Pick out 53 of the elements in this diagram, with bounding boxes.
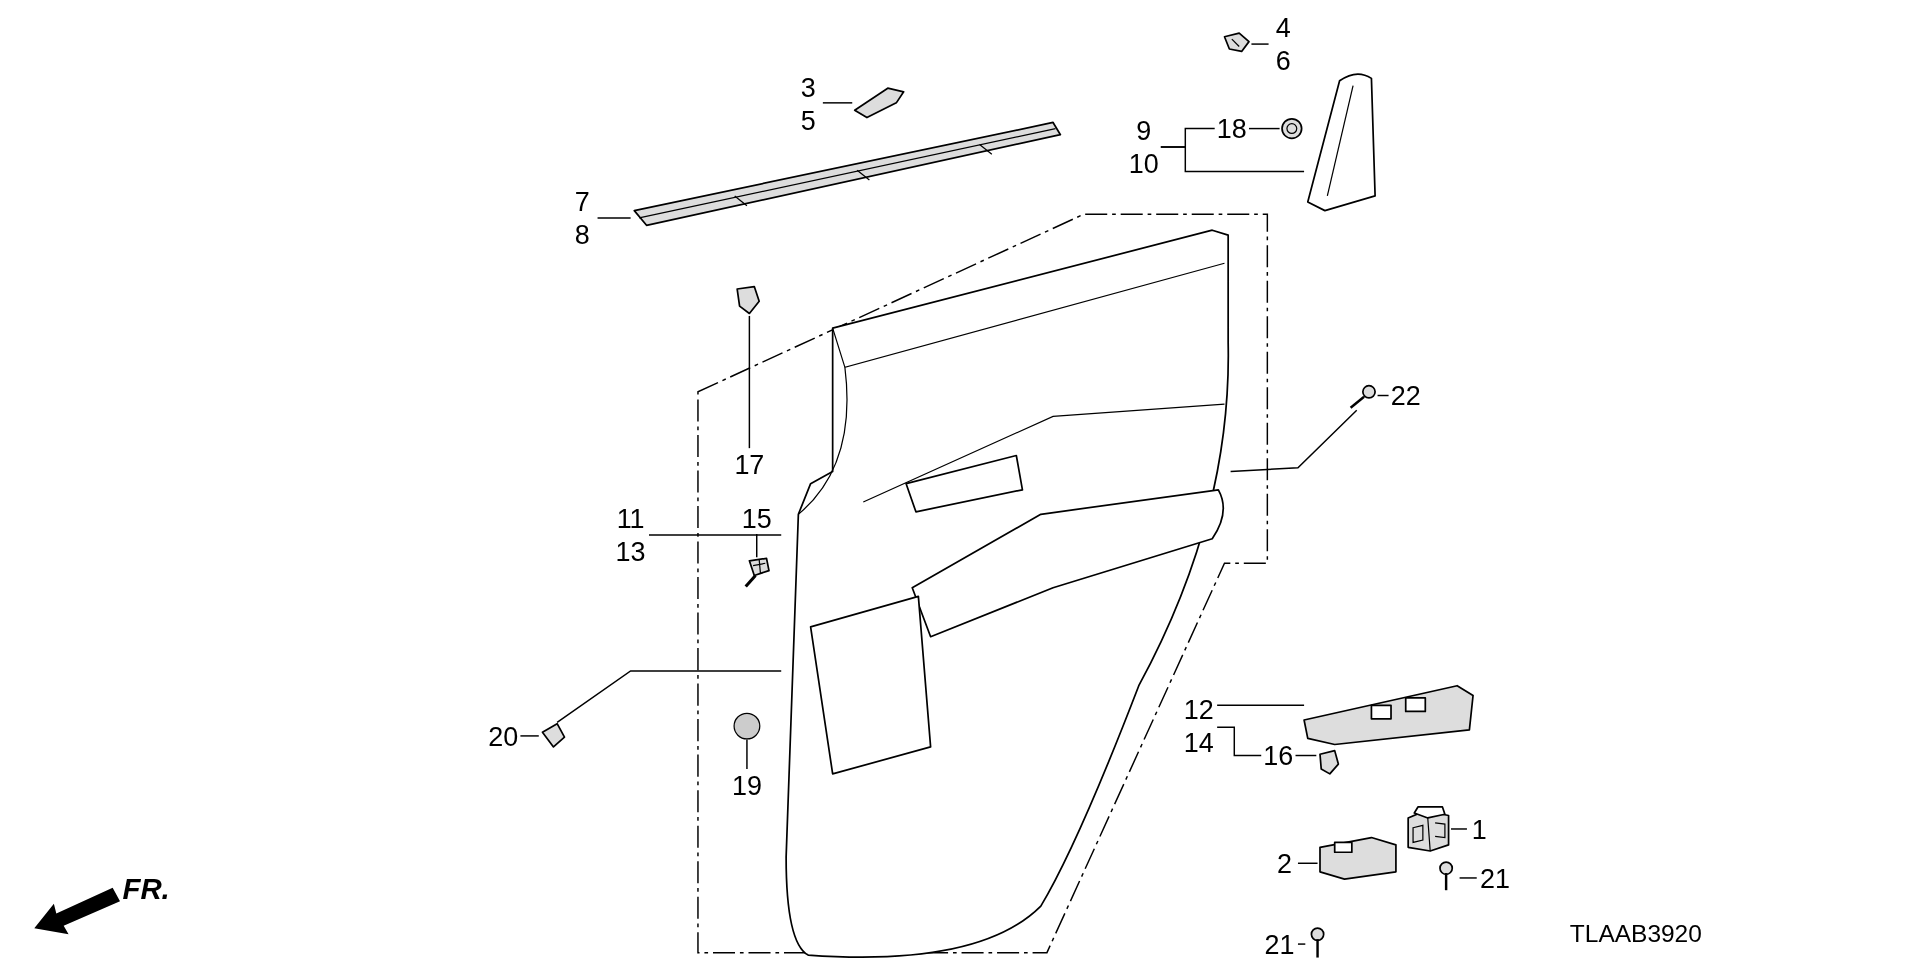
callout-number: 7 (573, 185, 591, 218)
switch-drawing (1317, 835, 1399, 882)
callout-number: 16 (1262, 739, 1295, 773)
clip-drawing (734, 284, 762, 316)
leader-line (1229, 409, 1358, 473)
clip-drawing (1222, 31, 1252, 54)
callout-number: 18 (1215, 112, 1248, 146)
callout-number: 1 (1470, 813, 1488, 847)
leader-line (1297, 862, 1319, 864)
drawing-code: TLAAB3920 (1569, 919, 1702, 948)
direction-label: FR. (122, 871, 170, 907)
callout-number: 21 (1263, 928, 1296, 960)
leader-line (1294, 754, 1318, 757)
leader-line (1450, 828, 1468, 830)
callout-number: 2 (1276, 847, 1293, 881)
leader-line (748, 315, 751, 449)
callout-number: 14 (1182, 726, 1215, 760)
clip-drawing (1279, 116, 1305, 141)
callout-number: 12 (1182, 693, 1215, 727)
callout-number: 10 (1127, 147, 1160, 180)
leader-line (1248, 127, 1281, 130)
callout-number: 15 (740, 502, 773, 536)
callout-number: 21 (1479, 862, 1512, 896)
callout-number: 17 (733, 448, 766, 482)
callout-number: 4 (1274, 11, 1292, 45)
callout-number: 8 (573, 218, 591, 251)
clip-drawing (1316, 749, 1341, 777)
switch-panel-drawing (1304, 683, 1476, 747)
leader-line (1160, 127, 1216, 148)
leader-line (1297, 943, 1307, 945)
leader-line (648, 534, 782, 536)
callout-number: 11 (615, 502, 646, 536)
callout-number: 22 (1389, 379, 1422, 413)
switch-drawing (1405, 805, 1451, 853)
leader-line (756, 533, 758, 558)
leader-line (1458, 877, 1478, 879)
leader-line (1376, 394, 1390, 397)
callout-number: 5 (799, 104, 817, 138)
callout-number: 19 (730, 769, 763, 803)
callout-number: 3 (799, 71, 817, 105)
leader-line (556, 670, 782, 724)
callout-number: 13 (614, 535, 647, 569)
circle-shape (733, 712, 761, 740)
leader-line (1216, 726, 1262, 757)
leader-line (519, 735, 540, 737)
leader-line (1216, 704, 1305, 707)
leader-line (822, 102, 853, 104)
callout-number: 20 (487, 720, 520, 754)
leader-line (1250, 43, 1270, 45)
callout-number: 9 (1135, 114, 1153, 147)
leader-line (596, 217, 632, 219)
callout-number: 6 (1274, 44, 1292, 78)
leader-line (746, 738, 748, 770)
